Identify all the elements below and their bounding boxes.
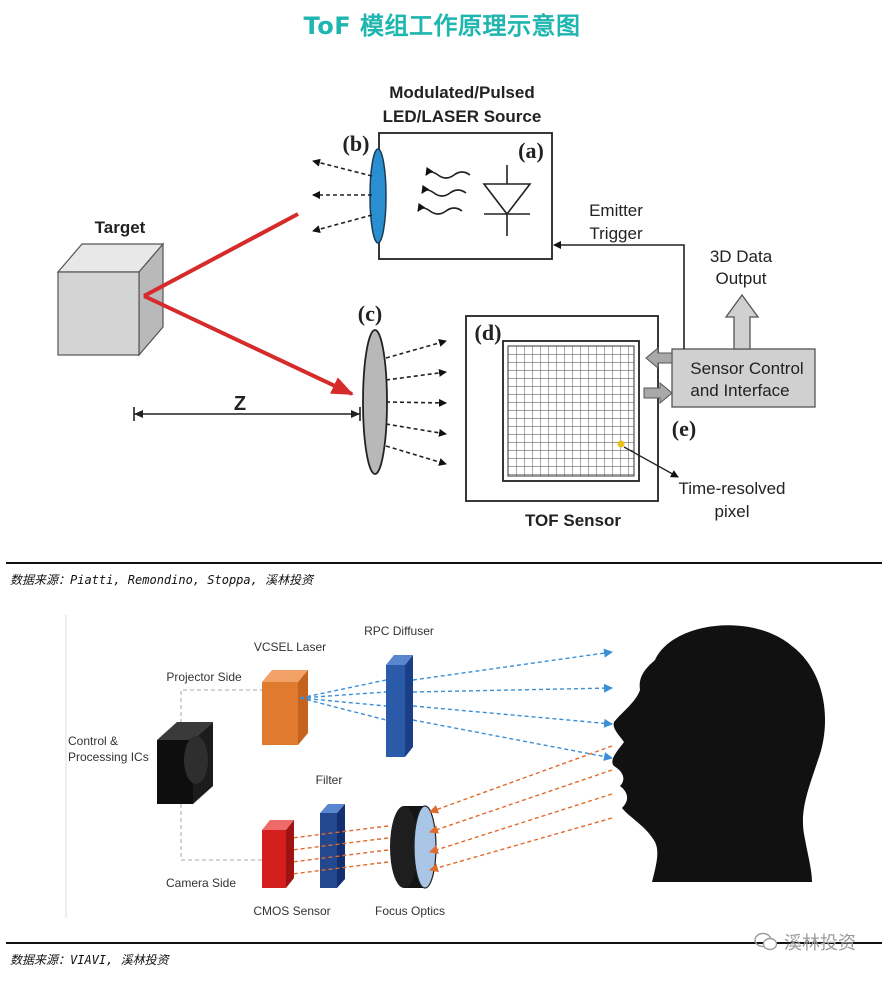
control-processing-ic	[157, 722, 213, 804]
projected-light-beams	[299, 648, 613, 761]
head-silhouette	[612, 625, 826, 882]
pixel-pointer-line	[623, 446, 679, 478]
emitted-light-arrows	[312, 158, 373, 234]
label-b: (b)	[343, 131, 370, 156]
label-e: (e)	[672, 416, 696, 441]
focused-light-arrows	[385, 339, 447, 466]
output-label-line2: Output	[715, 269, 766, 288]
interface-arrows	[643, 346, 673, 405]
control-label-line2: Processing ICs	[68, 750, 149, 764]
vcsel-laser-block	[262, 670, 308, 745]
projector-side-label: Projector Side	[166, 670, 242, 684]
output-label-line1: 3D Data	[710, 247, 773, 266]
laser-outgoing-ray	[143, 212, 299, 298]
tof-sensor-label: TOF Sensor	[525, 511, 621, 530]
target-label: Target	[95, 218, 146, 237]
pixel-array-grid	[507, 345, 635, 477]
emitter-trigger-line	[553, 241, 685, 349]
tof-principle-diagram: Modulated/Pulsed LED/LASER Source (a) (b…	[56, 83, 816, 530]
divider-top	[6, 562, 882, 564]
control-label-line2: and Interface	[690, 381, 789, 400]
led-laser-source-box	[378, 132, 553, 260]
emitter-label-line2: Trigger	[589, 224, 643, 243]
control-label-line1: Sensor Control	[690, 359, 803, 378]
sensor-control-box	[671, 348, 816, 408]
lens-c	[362, 329, 388, 475]
light-wave-icon	[417, 166, 471, 215]
diode-icon	[482, 165, 532, 236]
rpc-diffuser-label: RPC Diffuser	[364, 624, 434, 638]
source-title-line2: LED/LASER Source	[383, 107, 542, 126]
watermark: 溪林投资	[754, 929, 856, 955]
z-label: Z	[234, 393, 246, 415]
vcsel-tof-diagram: VCSEL Laser RPC Diffuser Projector Side …	[65, 615, 826, 918]
label-d: (d)	[475, 320, 502, 345]
label-a: (a)	[518, 138, 544, 163]
control-connection-lines	[180, 689, 262, 861]
cmos-sensor-block	[262, 820, 294, 888]
rpc-diffuser-block	[386, 655, 413, 757]
vcsel-label: VCSEL Laser	[254, 640, 326, 654]
lens-b	[369, 148, 387, 244]
divider-bottom	[6, 942, 882, 944]
source-note-2: 数据来源：VIAVI, 溪林投资	[10, 953, 169, 967]
focus-optics-lens	[390, 805, 437, 889]
watermark-text: 溪林投资	[784, 933, 856, 954]
camera-side-label: Camera Side	[166, 876, 236, 890]
laser-reflected-ray	[143, 294, 354, 396]
pixel-label-line1: Time-resolved	[678, 479, 785, 498]
source-title-line1: Modulated/Pulsed	[389, 83, 534, 102]
focus-optics-label: Focus Optics	[375, 904, 445, 918]
data-output-arrow-icon	[724, 293, 760, 350]
source-note-1: 数据来源：Piatti, Remondino, Stoppa, 溪林投资	[10, 573, 314, 587]
label-c: (c)	[358, 301, 382, 326]
pixel-label-line2: pixel	[715, 502, 750, 521]
time-resolved-pixel	[617, 440, 625, 448]
emitter-label-line1: Emitter	[589, 201, 643, 220]
control-label-line1: Control &	[68, 734, 118, 748]
page-title: ToF 模组工作原理示意图	[303, 12, 581, 40]
cmos-sensor-label: CMOS Sensor	[253, 904, 330, 918]
filter-label: Filter	[316, 773, 343, 787]
chat-bubble-icon	[754, 932, 778, 951]
reflected-light-beams	[291, 745, 613, 875]
